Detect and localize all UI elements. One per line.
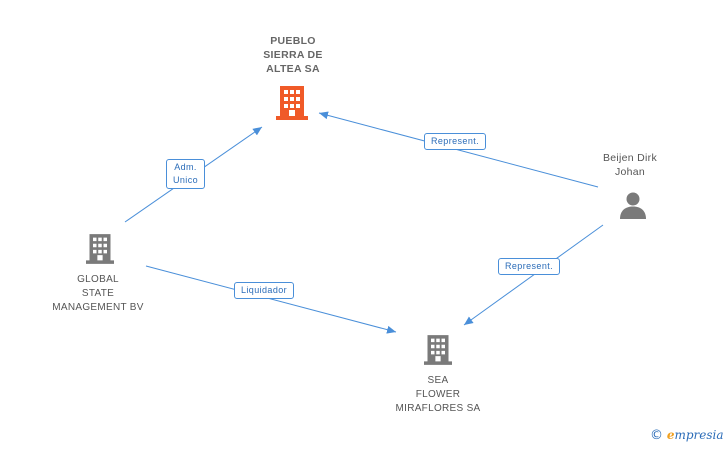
edge-liquidador-line: [145, 265, 397, 334]
brand-name: mpresia: [674, 428, 724, 442]
brand-initial: e: [666, 428, 675, 442]
edge-label-liquidador[interactable]: Liquidador: [234, 282, 295, 299]
edge-label-adm-unico[interactable]: Adm. Unico: [166, 159, 206, 189]
edge-label-represent-top[interactable]: Represent.: [424, 133, 487, 150]
building-icon[interactable]: [86, 233, 114, 265]
building-icon[interactable]: [276, 86, 308, 120]
edge-label-represent-bottom[interactable]: Represent.: [498, 258, 561, 275]
edge-represent-bottom-line: [463, 224, 604, 326]
node-label-beijen[interactable]: Beijen Dirk Johan: [602, 152, 658, 178]
edge-represent-top-line: [318, 111, 599, 188]
empresia-logo[interactable]: © empresia: [650, 428, 724, 443]
person-icon[interactable]: [619, 191, 647, 219]
building-icon[interactable]: [424, 334, 452, 366]
node-label-global[interactable]: GLOBAL STATE MANAGEMENT BV: [52, 274, 144, 313]
copyright-symbol: ©: [650, 428, 663, 443]
node-label-pueblo[interactable]: PUEBLO SIERRA DE ALTEA SA: [263, 35, 323, 75]
node-label-sea-flower[interactable]: SEA FLOWER MIRAFLORES SA: [395, 375, 481, 414]
